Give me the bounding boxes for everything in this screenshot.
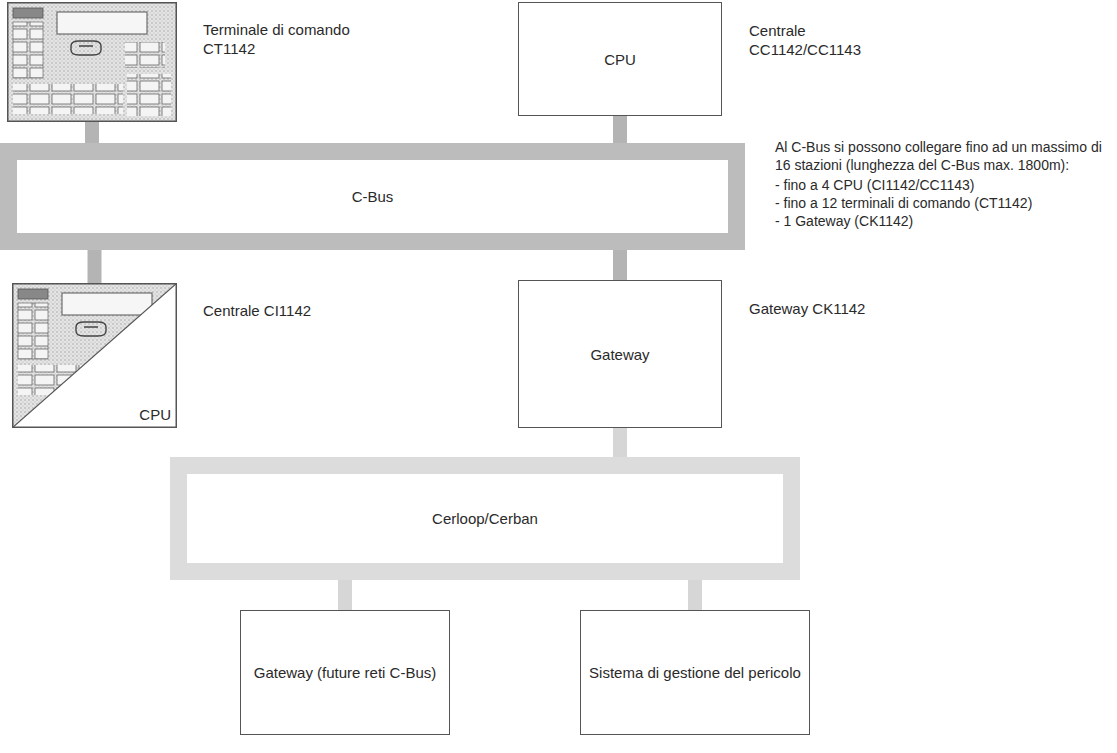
box-content: C-Bus xyxy=(17,160,728,233)
note-item: - fino a 12 terminali di comando (CT1142… xyxy=(775,194,1110,212)
device-label: Terminale di comando CT1142 xyxy=(203,20,363,58)
bus-connector xyxy=(338,580,352,610)
bus-connector xyxy=(613,428,627,457)
bus-connector xyxy=(85,122,99,143)
box-content: Cerloop/Cerban xyxy=(187,474,783,563)
device-label: Gateway CK1142 xyxy=(749,299,879,318)
device-box: GatewayGateway CK1142 xyxy=(518,280,722,428)
box-content: Sistema di gestione del pericolo xyxy=(581,611,809,734)
terminal-box: CPUCentrale CI1142 xyxy=(12,283,177,428)
note-item: - fino a 4 CPU (CI1142/CC1143) xyxy=(775,176,1110,194)
bus-connector xyxy=(88,250,102,283)
device-box: Sistema di gestione del pericolo xyxy=(580,610,810,735)
note-text: Al C-Bus si possono collegare fino ad un… xyxy=(775,138,1110,230)
device-label: Centrale CI1142 xyxy=(203,301,333,320)
bus-connector xyxy=(613,116,627,143)
box-title: Gateway (future reti C-Bus) xyxy=(254,663,437,682)
box-content: CPU xyxy=(519,3,721,115)
bus-connector xyxy=(688,580,702,610)
terminal-box: Terminale di comando CT1142 xyxy=(7,2,177,122)
bus-band: Cerloop/Cerban xyxy=(170,457,800,580)
box-title: Gateway xyxy=(590,345,649,364)
device-label: Centrale CC1142/CC1143 xyxy=(749,21,879,59)
box-content: Gateway xyxy=(519,281,721,427)
box-content: Gateway (future reti C-Bus) xyxy=(241,611,449,734)
box-title: Cerloop/Cerban xyxy=(432,509,538,528)
box-title: CPU xyxy=(139,405,171,424)
bus-connector xyxy=(613,250,627,280)
terminal-illustration xyxy=(7,2,177,122)
box-title: Sistema di gestione del pericolo xyxy=(589,663,801,682)
device-box: Gateway (future reti C-Bus) xyxy=(240,610,450,735)
note-text: Al C-Bus si possono collegare fino ad un… xyxy=(775,138,1110,174)
box-title: C-Bus xyxy=(352,187,394,206)
bus-band: C-Bus xyxy=(0,143,745,250)
device-box: CPUCentrale CC1142/CC1143 xyxy=(518,2,722,116)
box-title: CPU xyxy=(604,50,636,69)
note-item: - 1 Gateway (CK1142) xyxy=(775,212,1110,230)
